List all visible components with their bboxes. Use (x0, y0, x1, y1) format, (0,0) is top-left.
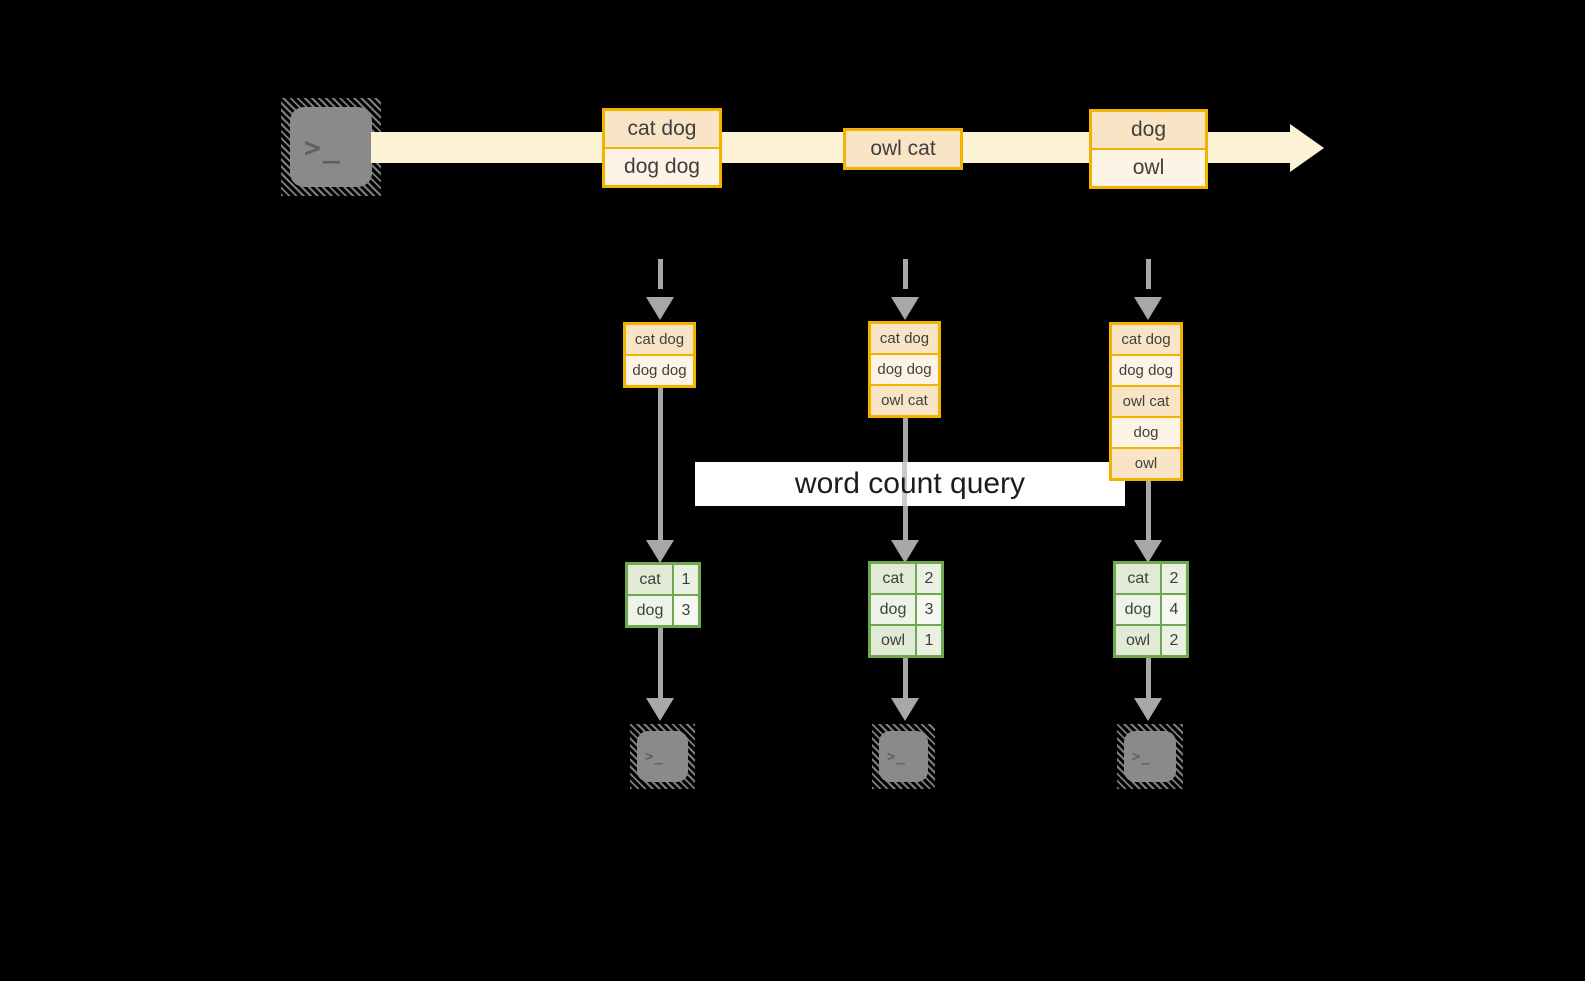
word-count-query-label: word count query (794, 467, 1026, 500)
down-arrowhead-icon (1134, 698, 1162, 721)
count-cell: 4 (1160, 595, 1186, 624)
sink-terminal-icon: >_ (872, 724, 935, 789)
count-cell: 1 (672, 565, 698, 594)
result-table-t1: cat 1 dog 3 (625, 562, 701, 628)
sink-arrow-shaft (1146, 656, 1151, 698)
table-row: dog 3 (871, 593, 941, 624)
word-cell: cat (871, 564, 915, 593)
word-cell: dog (628, 596, 672, 625)
stream-record: dog (1092, 112, 1205, 148)
count-cell: 3 (915, 595, 941, 624)
word-count-query-box: word count query (695, 462, 1125, 506)
table-row: cat 1 (628, 565, 698, 594)
count-cell: 2 (1160, 626, 1186, 655)
down-arrowhead-icon (646, 540, 674, 563)
terminal-icon: >_ (1124, 731, 1176, 782)
input-row: cat dog (626, 325, 693, 354)
terminal-prompt-glyph: >_ (304, 130, 342, 164)
down-arrowhead-icon (646, 297, 674, 320)
terminal-prompt-glyph: >_ (645, 748, 664, 765)
table-row: dog 3 (628, 594, 698, 625)
count-cell: 1 (915, 626, 941, 655)
down-arrowhead-icon (891, 297, 919, 320)
down-arrowhead-icon (1134, 540, 1162, 563)
stream-batch-2: owl cat (843, 128, 963, 170)
count-cell: 2 (1160, 564, 1186, 593)
word-cell: cat (628, 565, 672, 594)
stream-record: cat dog (605, 111, 719, 147)
query-arrow-shaft (658, 386, 663, 542)
query-arrow-shaft (1146, 479, 1151, 542)
table-row: cat 2 (871, 564, 941, 593)
stream-record: dog dog (605, 147, 719, 185)
stream-batch-3: dog owl (1089, 109, 1208, 189)
word-cell: dog (1116, 595, 1160, 624)
arrow-pass-through-stripe (902, 462, 907, 506)
down-arrowhead-icon (646, 698, 674, 721)
input-table-t1: cat dog dog dog (623, 322, 696, 388)
stream-record: owl (1092, 148, 1205, 186)
source-terminal-icon: >_ (281, 98, 381, 196)
input-row: cat dog (1112, 325, 1180, 354)
down-arrowhead-icon (891, 698, 919, 721)
dashed-arrow-shaft (658, 259, 663, 289)
sink-arrow-shaft (658, 628, 663, 698)
table-row: dog 4 (1116, 593, 1186, 624)
result-table-t3: cat 2 dog 4 owl 2 (1113, 561, 1189, 658)
table-row: cat 2 (1116, 564, 1186, 593)
table-row: owl 2 (1116, 624, 1186, 655)
count-cell: 2 (915, 564, 941, 593)
down-arrowhead-icon (1134, 297, 1162, 320)
word-cell: dog (871, 595, 915, 624)
input-row: owl cat (871, 384, 938, 415)
word-cell: owl (871, 626, 915, 655)
stream-timeline-arrowhead-icon (1290, 124, 1324, 172)
stream-record: owl cat (846, 131, 960, 167)
stream-batch-1: cat dog dog dog (602, 108, 722, 188)
terminal-prompt-glyph: >_ (1132, 748, 1151, 765)
word-cell: cat (1116, 564, 1160, 593)
input-row: dog dog (626, 354, 693, 385)
count-cell: 3 (672, 596, 698, 625)
terminal-icon: >_ (637, 731, 688, 782)
sink-arrow-shaft (903, 656, 908, 698)
table-row: owl 1 (871, 624, 941, 655)
input-row: dog (1112, 416, 1180, 447)
input-row: owl cat (1112, 385, 1180, 416)
down-arrowhead-icon (891, 540, 919, 563)
word-cell: owl (1116, 626, 1160, 655)
input-row: cat dog (871, 324, 938, 353)
sink-terminal-icon: >_ (630, 724, 695, 789)
sink-terminal-icon: >_ (1117, 724, 1183, 789)
input-table-t3: cat dog dog dog owl cat dog owl (1109, 322, 1183, 481)
dashed-arrow-shaft (1146, 259, 1151, 289)
dashed-arrow-shaft (903, 259, 908, 289)
terminal-icon: >_ (290, 107, 372, 187)
input-row: dog dog (1112, 354, 1180, 385)
terminal-icon: >_ (879, 731, 928, 782)
terminal-prompt-glyph: >_ (887, 748, 906, 765)
input-row: owl (1112, 447, 1180, 478)
input-row: dog dog (871, 353, 938, 384)
input-table-t2: cat dog dog dog owl cat (868, 321, 941, 418)
result-table-t2: cat 2 dog 3 owl 1 (868, 561, 944, 658)
